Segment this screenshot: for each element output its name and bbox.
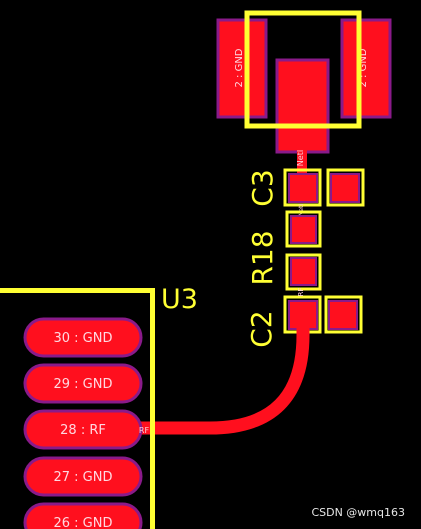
c3-silkscreen-left: [283, 168, 322, 207]
antenna-silkscreen-outline: [244, 10, 362, 129]
module-pins: 30 : GND 29 : GND 28 : RF RF 27 : GND 26…: [23, 317, 150, 529]
c2-net-label: RF: [297, 288, 305, 297]
pin-label: 26 : GND: [54, 516, 113, 529]
c2-pad-2[interactable]: [328, 300, 358, 330]
module-pin-29[interactable]: 29 : GND: [23, 363, 143, 404]
u3-silkscreen-outline: [0, 288, 155, 529]
resistor-r18[interactable]: R18: [246, 210, 322, 291]
pin-label: 28 : RF: [60, 423, 106, 438]
r18-designator: R18: [246, 230, 279, 285]
r18-silkscreen-bottom: [285, 253, 322, 291]
r18-pad-2[interactable]: [290, 257, 317, 286]
pin-label: 30 : GND: [54, 331, 113, 346]
module-pin-30[interactable]: 30 : GND: [23, 317, 143, 358]
antenna-pad-left[interactable]: [216, 18, 268, 119]
module-pin-28[interactable]: 28 : RF RF: [23, 409, 150, 450]
capacitor-c3[interactable]: C3 NetI: [246, 168, 365, 217]
pin-label: 29 : GND: [54, 377, 113, 392]
c3-silkscreen-right: [326, 168, 365, 207]
watermark: CSDN @wmq163: [311, 506, 405, 519]
c3-pad-1[interactable]: [288, 173, 318, 203]
u3-designator: U3: [161, 284, 198, 315]
rf-trace[interactable]: [140, 322, 310, 435]
trace-antenna-c3: [297, 150, 307, 176]
module-pin-26[interactable]: 26 : GND: [23, 502, 143, 529]
antenna-signal-pad[interactable]: [275, 58, 330, 154]
c3-designator: C3: [246, 169, 279, 206]
pin-label: 27 : GND: [54, 470, 113, 485]
antenna-pad-left-label: 2 : GND: [234, 48, 245, 87]
c2-designator: C2: [245, 310, 278, 347]
antenna-pad-right[interactable]: [340, 18, 392, 119]
antenna-net-label: NetI: [296, 150, 305, 166]
capacitor-c2[interactable]: C2 RF: [245, 288, 363, 348]
antenna-pad-right-label: 2 : GND: [358, 48, 369, 87]
r18-silkscreen-top: [285, 210, 322, 248]
r18-pad-1[interactable]: [290, 215, 317, 244]
module-pin-27[interactable]: 27 : GND: [23, 456, 143, 497]
c3-pad-2[interactable]: [330, 173, 360, 203]
pin-edge-label: RF: [139, 426, 150, 435]
c2-silkscreen-right: [324, 295, 363, 334]
c3-net-label: NetI: [298, 204, 305, 217]
antenna-connector[interactable]: 2 : GND 2 : GND: [216, 10, 392, 154]
